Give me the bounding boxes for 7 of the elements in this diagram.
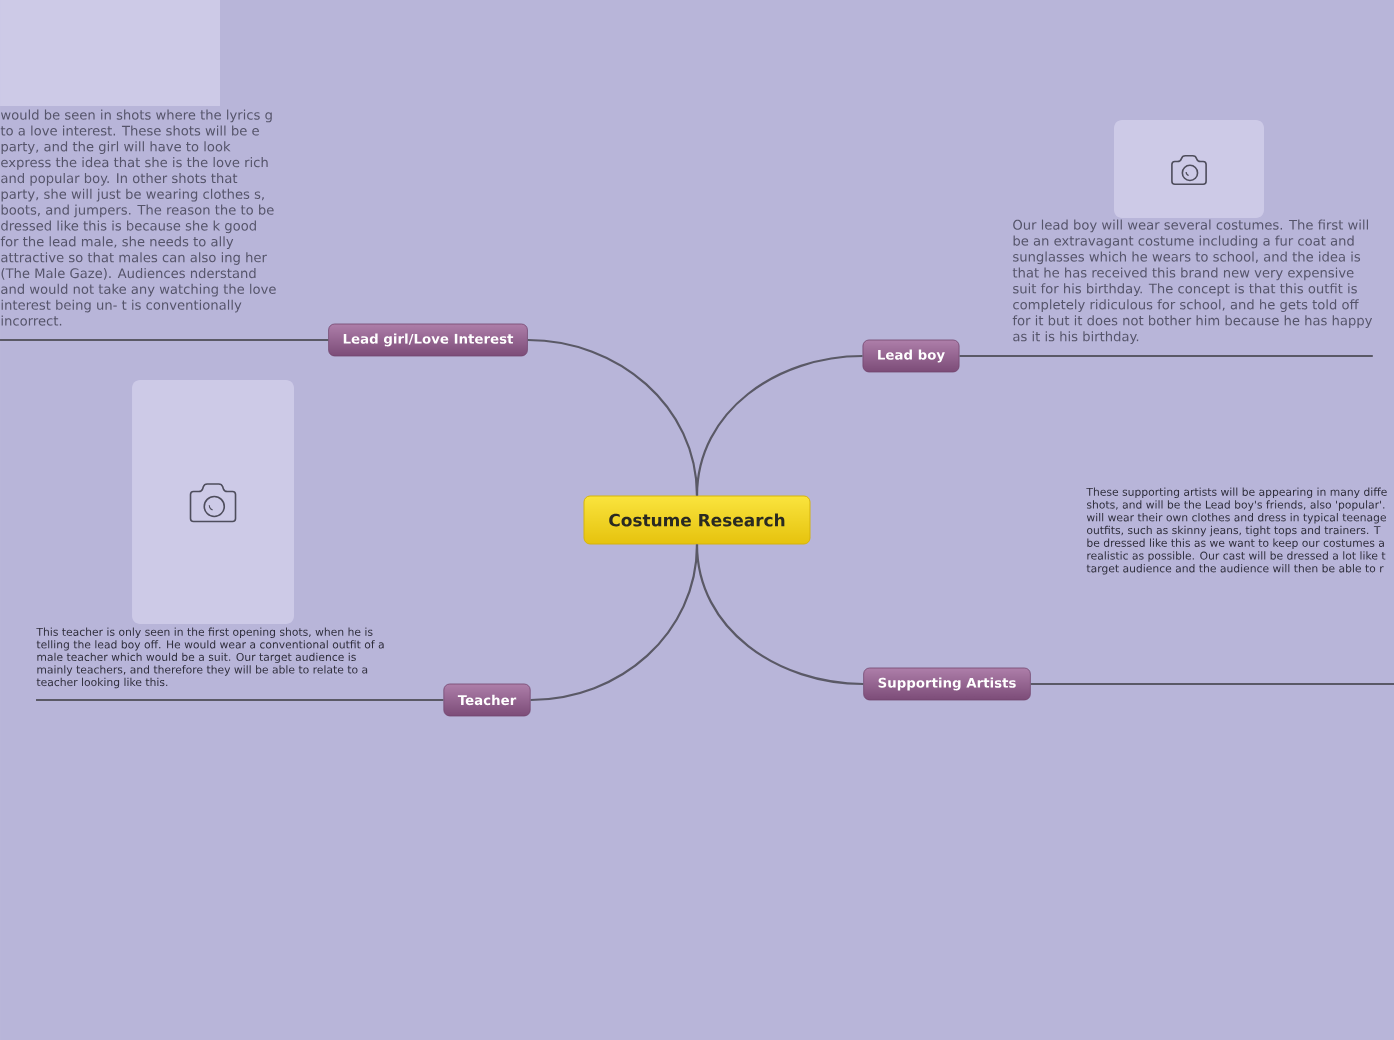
branch-line xyxy=(695,354,863,496)
branch-line xyxy=(36,698,444,702)
branch-line xyxy=(695,544,864,686)
branch-line xyxy=(959,354,1373,358)
branch-line xyxy=(1030,682,1394,686)
branch-line xyxy=(0,338,329,342)
central-topic-box: Costume Research xyxy=(583,495,811,545)
